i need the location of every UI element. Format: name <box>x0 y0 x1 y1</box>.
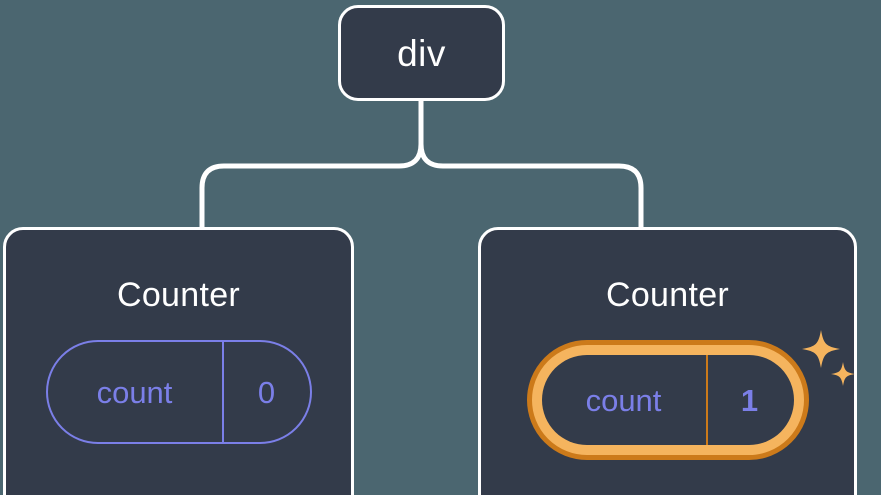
edge-root-to-left-child <box>199 98 424 232</box>
state-pill-left-key-cell: count <box>48 342 224 442</box>
sparkle-large-icon <box>801 330 840 368</box>
state-pill-left-wrapper: count 0 <box>45 340 312 444</box>
node-counter-right[interactable]: Counter count 1 <box>478 227 857 495</box>
state-pill-right-wrapper: count 1 <box>526 330 855 460</box>
node-div[interactable]: div <box>338 5 505 101</box>
state-pill-right-key-cell: count <box>542 355 708 445</box>
state-pill-left-key: count <box>96 374 173 410</box>
state-pill-right-value: 1 <box>740 382 759 418</box>
state-pill-right-value-cell: 1 <box>708 355 792 445</box>
state-pill-left[interactable]: count 0 <box>45 340 312 444</box>
node-div-label: div <box>397 32 446 74</box>
edge-root-to-right-child <box>418 98 644 232</box>
node-counter-left[interactable]: Counter count 0 <box>3 227 354 495</box>
state-pill-right-key: count <box>585 382 662 418</box>
state-pill-left-value: 0 <box>257 374 276 410</box>
state-pill-right-inner: count 1 <box>541 355 794 445</box>
sparkle-small-icon <box>830 362 855 386</box>
node-counter-right-label: Counter <box>605 276 730 314</box>
node-counter-left-label: Counter <box>116 276 241 314</box>
state-pill-left-value-cell: 0 <box>224 342 310 442</box>
state-pill-right[interactable]: count 1 <box>526 340 809 460</box>
